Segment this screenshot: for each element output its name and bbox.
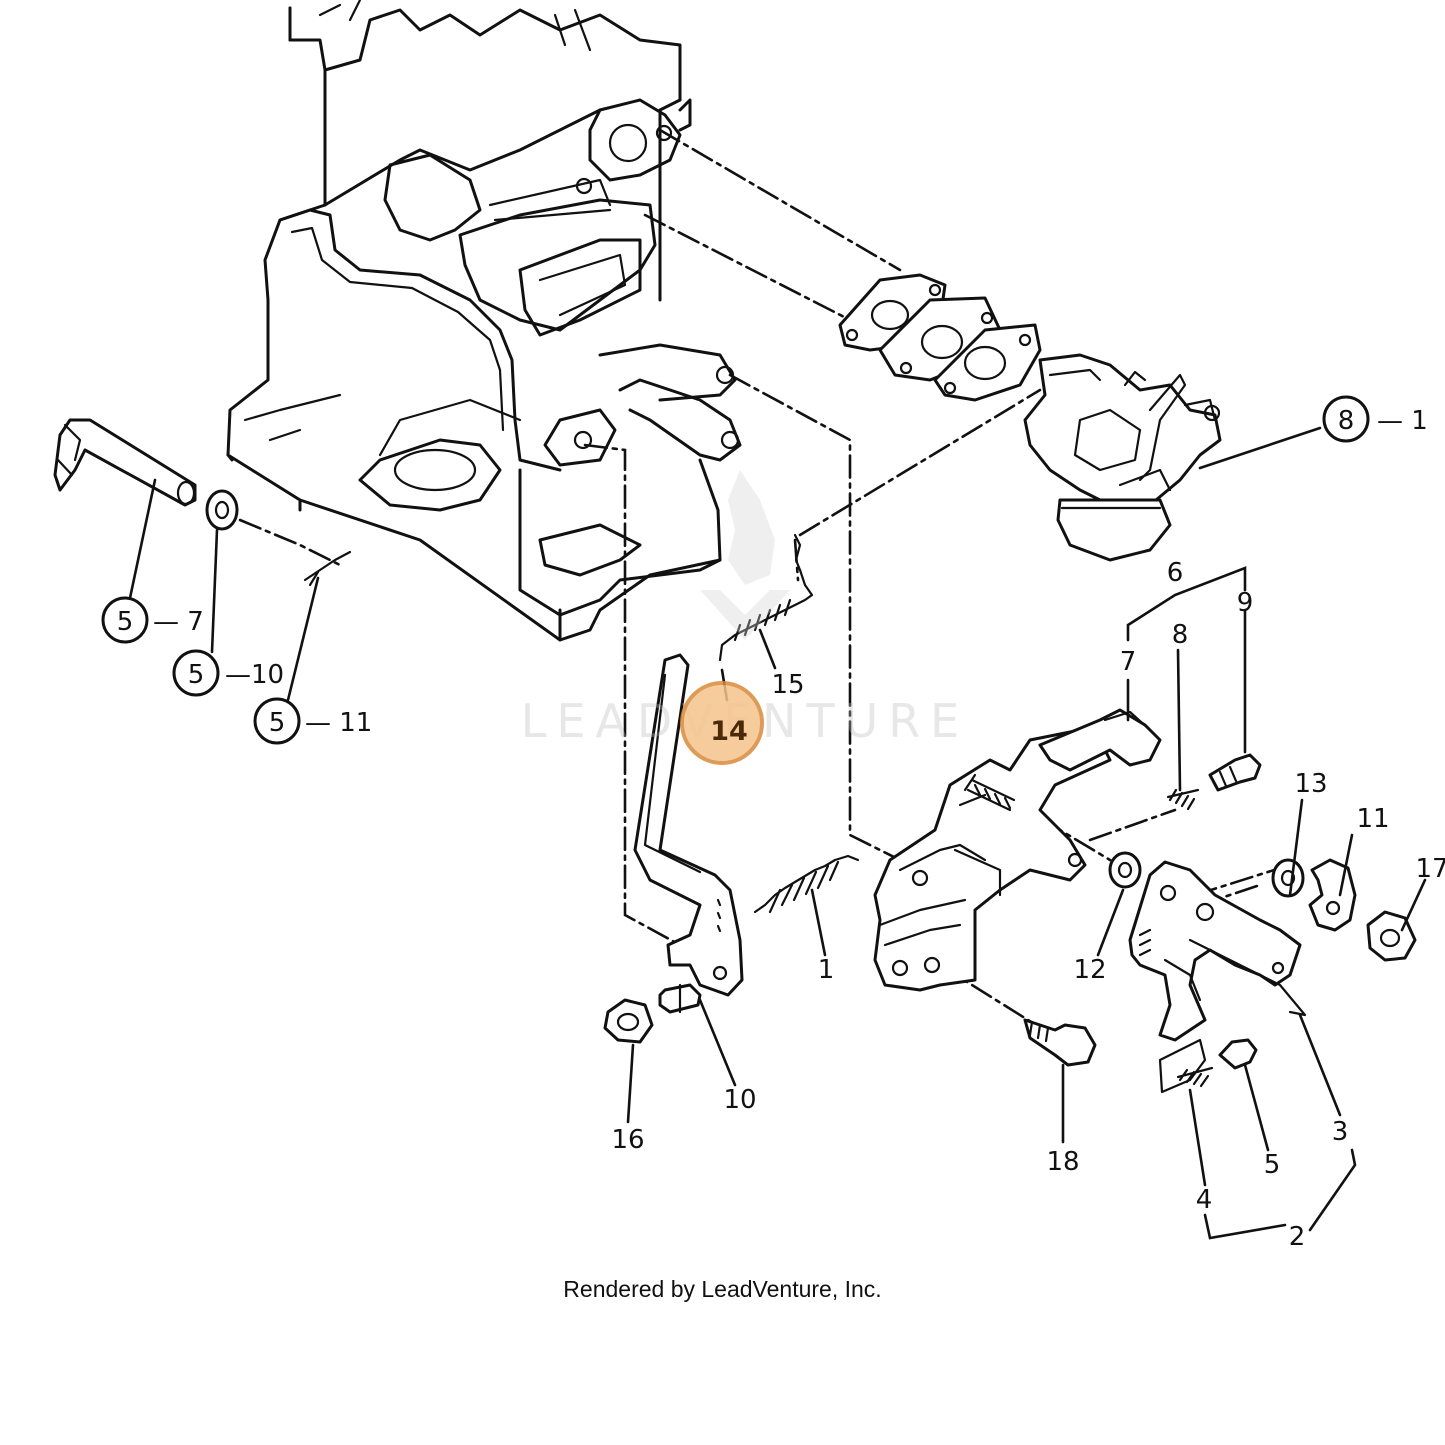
leader-lines bbox=[128, 426, 1427, 1240]
ref-suffix-label: — 7 bbox=[153, 607, 204, 637]
bolt-18 bbox=[1023, 1018, 1097, 1067]
carburetor bbox=[1023, 353, 1222, 562]
ref-suffix-label: — 11 bbox=[305, 708, 372, 738]
highlighted-callout-14[interactable]: 14 bbox=[680, 681, 764, 765]
callout-8[interactable]: 8 bbox=[1172, 620, 1189, 650]
callout-18[interactable]: 18 bbox=[1046, 1147, 1079, 1177]
ref-suffix-label: — 1 bbox=[1377, 406, 1428, 436]
spring-15 bbox=[718, 533, 814, 662]
ref-circle-label: 5 bbox=[117, 607, 134, 637]
callout-17[interactable]: 17 bbox=[1415, 854, 1445, 884]
callout-4[interactable]: 4 bbox=[1196, 1185, 1213, 1215]
callouts: 1 2 3 4 5 6 7 8 9 10 11 12 13 15 16 17 1… bbox=[611, 558, 1445, 1252]
callout-15[interactable]: 15 bbox=[771, 670, 804, 700]
callout-10[interactable]: 10 bbox=[723, 1085, 756, 1115]
ref-circle-label: 5 bbox=[269, 708, 286, 738]
control-bracket bbox=[873, 708, 1162, 992]
screw-9 bbox=[1208, 753, 1262, 792]
callout-11[interactable]: 11 bbox=[1356, 804, 1389, 834]
intake-gaskets bbox=[838, 273, 1042, 402]
highlighted-callout-label: 14 bbox=[710, 716, 748, 747]
spring-8 bbox=[1166, 788, 1200, 811]
subassembly-ref-5-7[interactable]: 5 — 7 bbox=[101, 596, 204, 644]
ref-circle-label: 8 bbox=[1338, 406, 1355, 436]
credit-text: Rendered by LeadVenture, Inc. bbox=[563, 1276, 882, 1302]
ref-suffix-label: —10 bbox=[225, 660, 284, 690]
callout-6[interactable]: 6 bbox=[1167, 558, 1184, 588]
washer-13 bbox=[1271, 858, 1305, 898]
lever-assembly bbox=[1128, 860, 1307, 1094]
ref-circle-label: 5 bbox=[188, 660, 205, 690]
callout-7[interactable]: 7 bbox=[1120, 647, 1137, 677]
callout-3[interactable]: 3 bbox=[1332, 1117, 1349, 1147]
washer-12 bbox=[1108, 851, 1142, 889]
nut-17 bbox=[1366, 910, 1417, 962]
governor-lever bbox=[633, 653, 744, 1014]
subassembly-ref-5-10[interactable]: 5 —10 bbox=[172, 649, 284, 697]
callout-12[interactable]: 12 bbox=[1073, 955, 1106, 985]
callout-2[interactable]: 2 bbox=[1289, 1222, 1306, 1252]
callout-1[interactable]: 1 bbox=[818, 955, 835, 985]
engine-block bbox=[226, 0, 742, 642]
callout-9[interactable]: 9 bbox=[1237, 588, 1254, 618]
clip-11 bbox=[1308, 858, 1357, 932]
callout-16[interactable]: 16 bbox=[611, 1125, 644, 1155]
governor-shaft-parts bbox=[53, 418, 352, 587]
spring-1 bbox=[753, 854, 860, 914]
subassembly-ref-8-1[interactable]: 8 — 1 bbox=[1322, 395, 1428, 443]
callout-5[interactable]: 5 bbox=[1264, 1150, 1281, 1180]
subassembly-ref-5-11[interactable]: 5 — 11 bbox=[253, 697, 372, 745]
nut-16 bbox=[603, 998, 654, 1044]
callout-13[interactable]: 13 bbox=[1294, 769, 1327, 799]
